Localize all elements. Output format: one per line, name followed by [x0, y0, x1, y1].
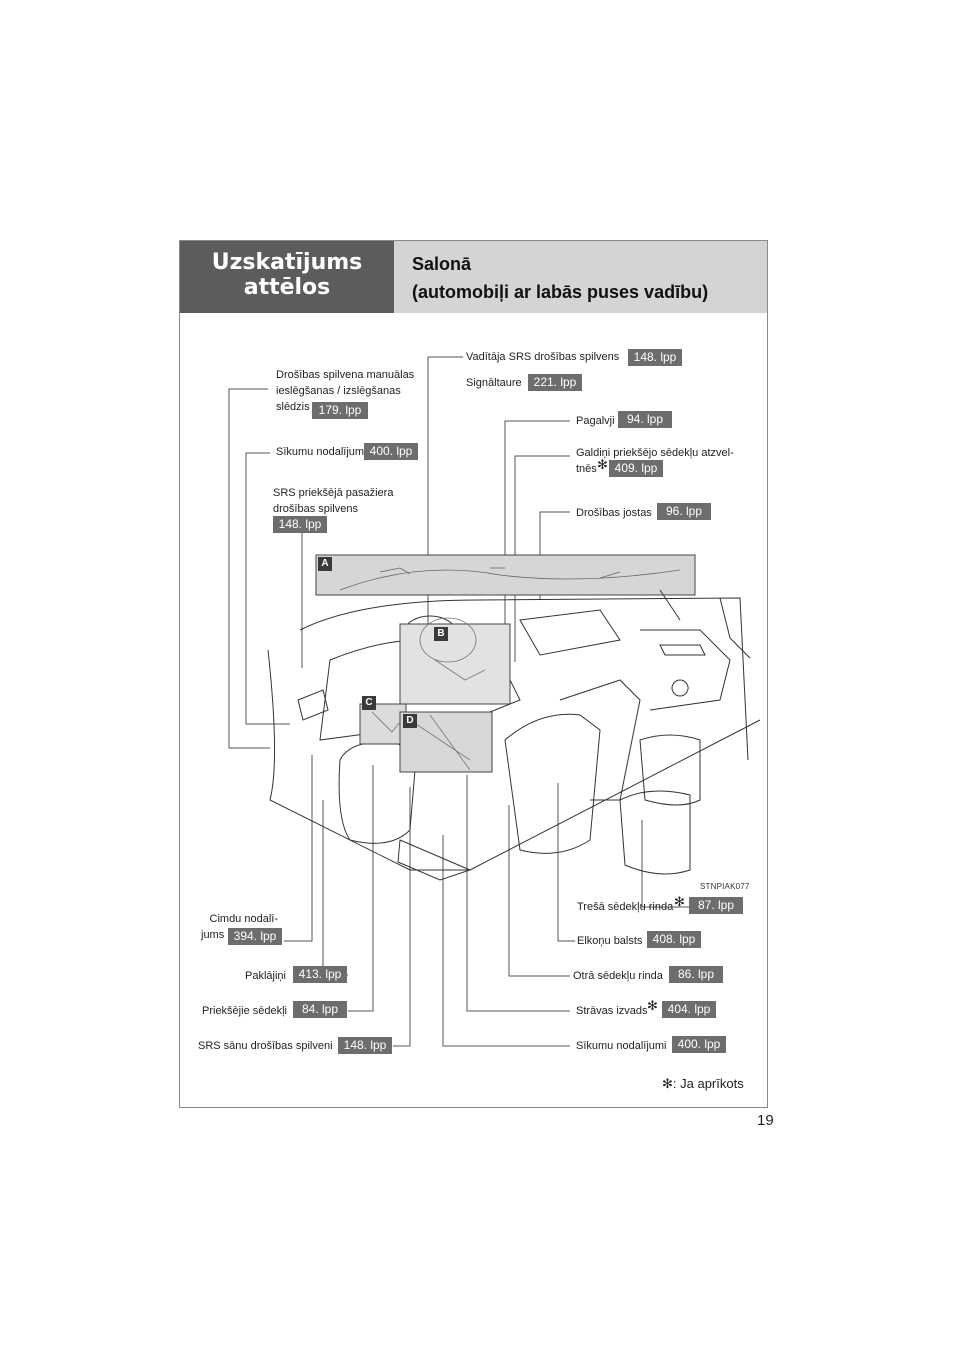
floor-mats-label: Paklājiņi: [245, 970, 286, 982]
page-number: 19: [757, 1112, 774, 1129]
headrests-page[interactable]: 94. lpp: [618, 411, 672, 428]
airbag-switch-page[interactable]: 179. lpp: [312, 402, 368, 419]
driver-airbag-label: Vadītāja SRS drošības spilvens: [466, 351, 620, 363]
seatback-tables-page[interactable]: 409. lpp: [609, 460, 663, 477]
armrest-page[interactable]: 408. lpp: [647, 931, 701, 948]
passenger-airbag-line1: SRS priekšējā pasažiera: [273, 487, 394, 499]
armrest-label: Elkoņu balsts: [577, 935, 643, 947]
glovebox-page[interactable]: 394. lpp: [228, 928, 282, 945]
star-power-outlet: ✻: [647, 998, 658, 1013]
page-title-line2: (automobiļi ar labās puses vadību): [412, 282, 709, 302]
section-title-line1: Uzskatījums: [211, 250, 363, 275]
front-seats-page[interactable]: 84. lpp: [293, 1001, 347, 1018]
seatback-tables-label: Galdiņi priekšējo sēdekļu atzvel- tnēs: [576, 445, 734, 477]
airbag-switch-line2: ieslēgšanas / izslēgšanas: [276, 385, 401, 397]
page-title-line1: Salonā: [412, 254, 472, 274]
passenger-airbag-line2: drošības spilvens: [273, 503, 358, 515]
marker-a: A: [318, 557, 332, 571]
third-row-page[interactable]: 87. lpp: [689, 897, 743, 914]
star-seatback-tables: ✻: [597, 457, 608, 472]
storage-bottom-page[interactable]: 400. lpp: [672, 1036, 726, 1053]
floor-mats-page[interactable]: 413. lpp: [293, 966, 347, 983]
seat-belts-page[interactable]: 96. lpp: [657, 503, 711, 520]
passenger-airbag-page[interactable]: 148. lpp: [273, 516, 327, 533]
headrests-label: Pagalvji: [576, 415, 615, 427]
glovebox-line1: Cimdu nodalī-: [209, 913, 278, 925]
glovebox-label: Cimdu nodalī- jums: [201, 911, 281, 943]
marker-d: D: [403, 714, 417, 728]
glovebox-line2: jums: [201, 929, 225, 941]
section-header: Uzskatījums attēlos: [180, 241, 394, 313]
horn-page[interactable]: 221. lpp: [528, 374, 582, 391]
star-third-row: ✻: [674, 894, 685, 909]
seatback-tables-line1: Galdiņi priekšējo sēdekļu atzvel-: [576, 447, 734, 459]
storage-top-page[interactable]: 400. lpp: [364, 443, 418, 460]
power-outlet-page[interactable]: 404. lpp: [662, 1001, 716, 1018]
marker-c: C: [362, 696, 376, 710]
power-outlet-label: Strāvas izvads: [576, 1005, 648, 1017]
third-row-label: Trešā sēdekļu rinda: [577, 901, 674, 913]
airbag-switch-label: Drošības spilvena manuālas ieslēgšanas /…: [276, 367, 414, 415]
storage-top-label: Sīkumu nodalījums: [276, 446, 370, 458]
image-code: STNPIAK077: [700, 882, 750, 891]
seat-belts-label: Drošības jostas: [576, 507, 652, 519]
second-row-label: Otrā sēdekļu rinda: [573, 970, 663, 982]
airbag-switch-line1: Drošības spilvena manuālas: [276, 369, 415, 381]
page-title: Salonā (automobiļi ar labās puses vadību…: [394, 241, 767, 313]
horn-label: Signāltaure: [466, 377, 522, 389]
footnote-star: ✻: [662, 1076, 673, 1091]
footnote: ✻: Ja aprīkots: [662, 1076, 744, 1092]
side-airbags-page[interactable]: 148. lpp: [338, 1037, 392, 1054]
passenger-airbag-label: SRS priekšējā pasažiera drošības spilven…: [273, 485, 393, 517]
section-title-line2: attēlos: [243, 275, 331, 300]
marker-b: B: [434, 627, 448, 641]
second-row-page[interactable]: 86. lpp: [669, 966, 723, 983]
front-seats-label: Priekšējie sēdekļi: [202, 1005, 287, 1017]
seatback-tables-line2: tnēs: [576, 463, 597, 475]
side-airbags-label: SRS sānu drošības spilveni: [198, 1040, 333, 1052]
storage-bottom-label: Sīkumu nodalījumi: [576, 1040, 667, 1052]
driver-airbag-page[interactable]: 148. lpp: [628, 349, 682, 366]
footnote-text: : Ja aprīkots: [672, 1076, 744, 1091]
airbag-switch-line3: slēdzis: [276, 401, 310, 413]
page-frame: [179, 240, 768, 1108]
